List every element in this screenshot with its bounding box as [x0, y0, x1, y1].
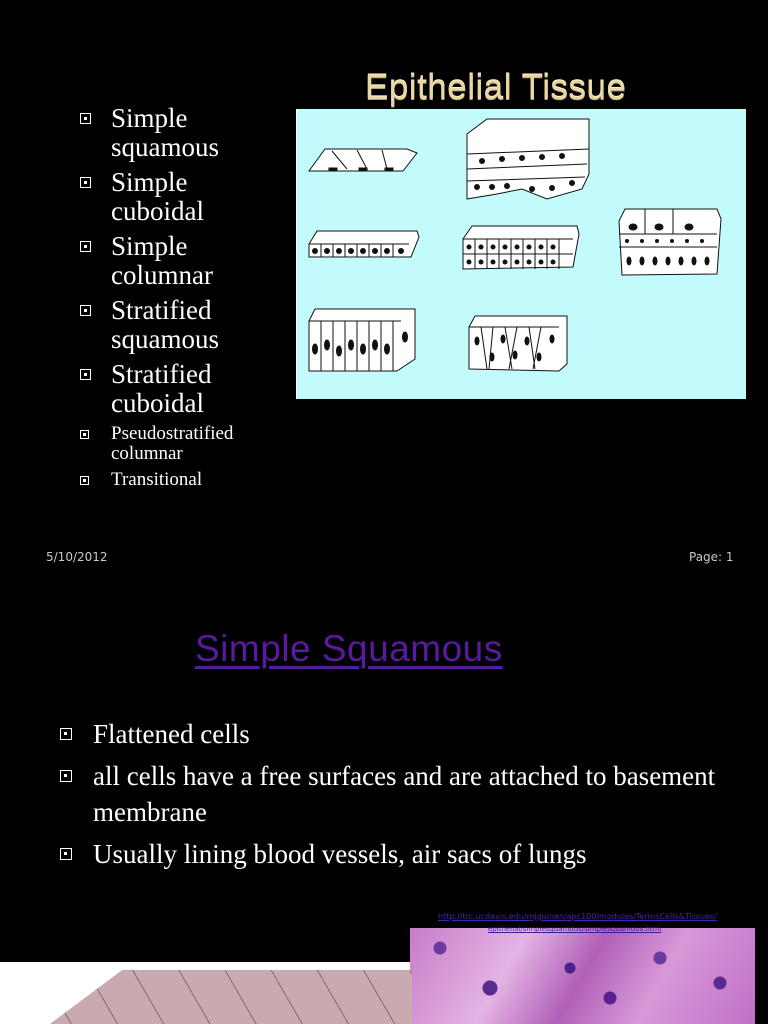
slide-date: 5/10/2012	[46, 550, 108, 564]
square-bullet-icon	[80, 369, 91, 380]
page-number: Page: 1	[689, 550, 734, 564]
list-item: all cells have a free surfaces and are a…	[60, 758, 740, 830]
histology-micrograph-image	[410, 928, 755, 1024]
list-item: Flattened cells	[60, 716, 740, 752]
tissue-illustration	[308, 118, 722, 372]
epithelial-types-diagram	[296, 109, 746, 399]
square-bullet-icon	[60, 728, 72, 740]
list-item: Transitional	[80, 470, 295, 490]
square-bullet-icon	[60, 770, 72, 782]
slide-title-simple-squamous: Simple Squamous	[195, 628, 503, 669]
square-bullet-icon	[80, 430, 89, 439]
square-bullet-icon	[80, 305, 91, 316]
square-bullet-icon	[80, 177, 91, 188]
square-bullet-icon	[80, 241, 91, 252]
slide-title: Epithelial Tissue	[365, 68, 627, 107]
source-link-continued[interactable]: epithelial/simplesquamous/simplesquamous…	[488, 925, 662, 933]
square-bullet-icon	[80, 476, 89, 485]
square-bullet-icon	[80, 113, 91, 124]
square-bullet-icon	[60, 848, 72, 860]
source-link[interactable]: http://trc.ucdavis.edu/mjguinan/apc100/m…	[438, 912, 717, 921]
simple-squamous-bullets: Flattened cells all cells have a free su…	[60, 716, 740, 878]
list-item: Usually lining blood vessels, air sacs o…	[60, 836, 740, 872]
squamous-cells-illustration	[50, 970, 412, 1024]
